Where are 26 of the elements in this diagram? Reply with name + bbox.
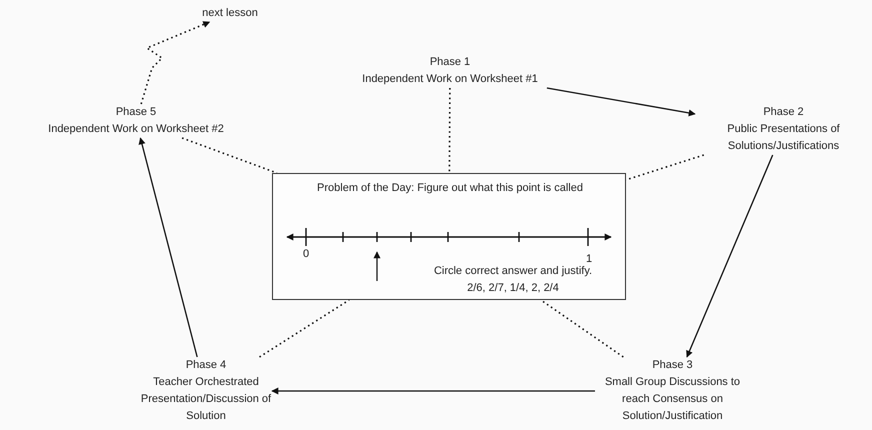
phase-description: Independent Work on Worksheet #2 xyxy=(48,122,224,137)
instruction-text: Circle correct answer and justify. xyxy=(432,264,594,279)
node-label: next lesson xyxy=(202,6,258,21)
dotted-line xyxy=(448,88,451,173)
phase-title: Phase 2 xyxy=(763,105,804,120)
phase-title: Phase 1 xyxy=(430,55,470,70)
arrow xyxy=(138,137,198,358)
phase-description: Small Group Discussions to reach Consensus on Solution/Justification xyxy=(604,375,742,424)
dotted-line xyxy=(182,137,278,174)
arrow xyxy=(546,87,696,116)
problem-box xyxy=(272,173,626,300)
dotted-arrow xyxy=(140,21,210,104)
phase-description: Public Presentations of Solutions/Justifications xyxy=(726,122,841,154)
dotted-line xyxy=(259,299,350,358)
phase-title: Phase 3 xyxy=(652,358,693,373)
tick-label: 1 xyxy=(584,252,594,266)
phase-description: Independent Work on Worksheet #1 xyxy=(362,72,538,87)
answer-choices: 2/6, 2/7, 1/4, 2, 2/4 xyxy=(466,281,560,296)
phase-description: Teacher Orchestrated Presentation/Discussion of Solution xyxy=(140,375,272,424)
phase-title: Phase 5 xyxy=(116,105,156,120)
arrow xyxy=(271,388,595,394)
arrow xyxy=(686,154,774,358)
phase-title: Phase 4 xyxy=(186,358,226,373)
tick-label: 0 xyxy=(302,247,310,262)
dotted-line xyxy=(540,299,624,358)
problem-text: Problem of the Day: Figure out what this point is called xyxy=(316,181,584,196)
